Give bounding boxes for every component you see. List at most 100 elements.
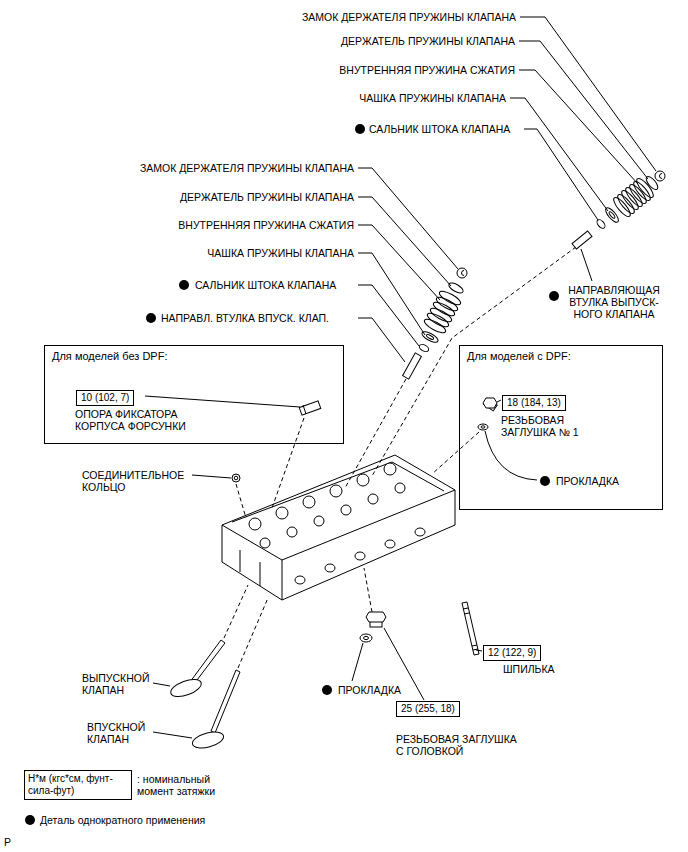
part-label: ЧАШКА ПРУЖИНЫ КЛАПАНА <box>207 247 354 259</box>
leader-line <box>358 285 419 346</box>
retainer-lock <box>457 268 467 278</box>
part-label: САЛЬНИК ШТОКА КЛАПАНА <box>195 279 336 291</box>
part-label: РЕЗЬБОВАЯ ЗАГЛУШКА № 1 <box>501 414 596 438</box>
gasket <box>364 636 369 639</box>
connecting-ring <box>234 476 238 480</box>
head-hole <box>287 527 297 537</box>
single-use-dot <box>179 280 189 290</box>
gasket <box>481 426 485 428</box>
leader-line <box>358 318 405 362</box>
leader-line <box>358 197 451 286</box>
valve-guide <box>572 231 592 249</box>
axis-line <box>238 598 268 668</box>
part-label: ОПОРА ФИКСАТОРА КОРПУСА ФОРСУНКИ <box>75 408 195 432</box>
stem-seal <box>595 218 606 230</box>
valves <box>169 640 240 751</box>
single-use-dot <box>540 476 550 486</box>
threaded-plug <box>483 398 497 408</box>
head-edge <box>222 490 455 560</box>
stud-thread <box>464 613 469 614</box>
threaded-plug-head <box>366 612 386 622</box>
retainer-lock <box>462 271 465 276</box>
gasket <box>478 424 488 430</box>
head-hole <box>341 505 351 515</box>
leader-line <box>519 41 648 179</box>
torque-value: 25 (255, 18) <box>401 703 455 715</box>
head-port <box>385 540 395 548</box>
head-port <box>325 564 335 572</box>
head-hole <box>368 494 378 504</box>
part-label: ПРОКЛАДКА <box>556 475 619 487</box>
intake-valve-stem <box>211 670 240 733</box>
unit-text: Н*м (кгс*см, фунт- сила-фут) <box>28 773 128 797</box>
axis-line <box>272 418 304 508</box>
axis-line <box>345 379 406 488</box>
part-label: СОЕДИНИТЕЛЬНОЕ КОЛЬЦО <box>82 469 194 493</box>
torque-box: 25 (255, 18) <box>396 701 460 717</box>
single-use-dot <box>549 291 559 301</box>
head-hole <box>276 507 288 519</box>
legend-sample-box: Н*м (кгс*см, фунт- сила-фут) <box>24 770 132 800</box>
group-heading: Для моделей без DPF: <box>45 346 343 363</box>
small-parts <box>232 398 497 655</box>
part-label: ДЕРЖАТЕЛЬ ПРУЖИНЫ КЛАПАНА <box>341 35 515 47</box>
axis-line <box>432 432 479 474</box>
retainer-lock <box>655 171 665 181</box>
head-hole <box>249 518 261 530</box>
legend-text: Деталь однократного применения <box>40 814 205 826</box>
exhaust-valve-head <box>169 676 204 700</box>
leader-line <box>352 643 363 681</box>
head-edge <box>282 560 283 600</box>
valve-guide <box>403 353 422 379</box>
axis-line <box>364 568 372 612</box>
leader-lines <box>145 17 656 738</box>
injector-holder-support <box>303 405 306 414</box>
part-label: ДЕРЖАТЕЛЬ ПРУЖИНЫ КЛАПАНА <box>180 191 354 203</box>
torque-value: 12 (122, 9) <box>488 647 536 659</box>
cylinder-head <box>222 455 455 600</box>
part-label: ЗАМОК ДЕРЖАТЕЛЯ ПРУЖИНЫ КЛАПАНА <box>302 11 516 23</box>
leader-line <box>153 683 170 686</box>
leader-line <box>358 253 425 335</box>
spring-retainer <box>447 281 464 295</box>
axis-line <box>224 585 248 638</box>
figure-code: P <box>4 836 11 848</box>
leader-line <box>145 396 300 407</box>
leader-line <box>497 400 501 402</box>
part-label: ВНУТРЕННЯЯ ПРУЖИНА СЖАТИЯ <box>178 219 354 231</box>
spring-seat <box>426 334 434 341</box>
head-detail <box>240 550 241 572</box>
head-hole <box>303 496 315 508</box>
gasket <box>360 634 372 642</box>
head-hole <box>314 516 324 526</box>
part-label: НАПРАВЛЯЮЩАЯ ВТУЛКА ВЫПУСК- НОГО КЛАПАНА <box>562 284 666 320</box>
torque-value: 18 (184, 13) <box>507 397 561 409</box>
intake-valve-head <box>191 729 226 751</box>
leader-line <box>524 129 598 220</box>
threaded-plug <box>483 398 497 411</box>
injector-holder-support <box>299 401 321 415</box>
axis-line <box>236 484 246 518</box>
part-label: САЛЬНИК ШТОКА КЛАПАНА <box>369 123 510 135</box>
head-hole <box>384 463 396 475</box>
single-use-dot <box>322 685 332 695</box>
legend-text: : номинальный момент затяжки <box>137 773 237 797</box>
stem-seal <box>418 343 430 353</box>
axis-lines <box>224 247 576 668</box>
exhaust-valve-parts <box>572 171 665 249</box>
head-outline <box>222 455 455 600</box>
leader-line <box>485 431 537 480</box>
stud-thread <box>463 608 468 609</box>
leader-line <box>476 650 482 651</box>
leader-line <box>192 475 231 478</box>
spring-coil <box>615 192 637 216</box>
leader-line <box>581 249 592 281</box>
leader-line <box>510 98 608 211</box>
head-hole <box>357 474 369 486</box>
leader-line <box>358 225 440 300</box>
exhaust-valve-stem <box>190 640 225 684</box>
connecting-ring <box>232 474 240 482</box>
leader-line <box>520 17 656 171</box>
part-label: НАПРАВЛ. ВТУЛКА ВПУСК. КЛАП. <box>161 312 329 324</box>
